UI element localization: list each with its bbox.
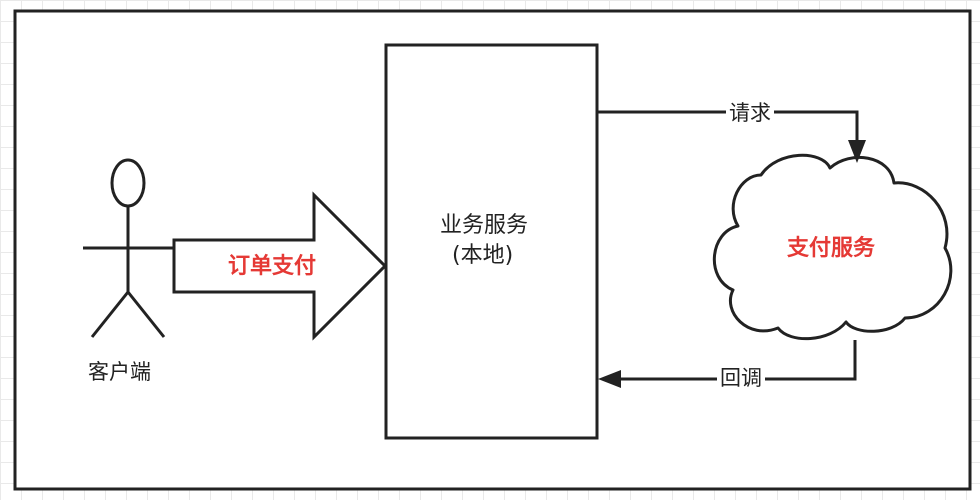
actor-label: 客户端: [88, 360, 151, 384]
actor-right-leg: [126, 291, 166, 338]
request-arrow-label: 请求: [726, 103, 774, 124]
request-arrow-head: [848, 140, 866, 163]
callback-arrow-head: [598, 370, 621, 388]
cloud-shape: [712, 153, 953, 341]
callback-arrow-label: 回调: [717, 368, 765, 389]
service-box-subtitle: (本地): [452, 243, 514, 268]
service-box: [384, 43, 599, 440]
callback-arrow-line: [618, 340, 857, 381]
actor-figure: [83, 158, 173, 338]
actor-left-leg: [90, 291, 130, 338]
main-arrow-label: 订单支付: [228, 254, 317, 279]
main-arrow-shape: [172, 191, 388, 341]
cloud-label: 支付服务: [787, 236, 876, 261]
request-arrow-line: [598, 110, 859, 145]
service-box-title: 业务服务: [440, 213, 529, 238]
